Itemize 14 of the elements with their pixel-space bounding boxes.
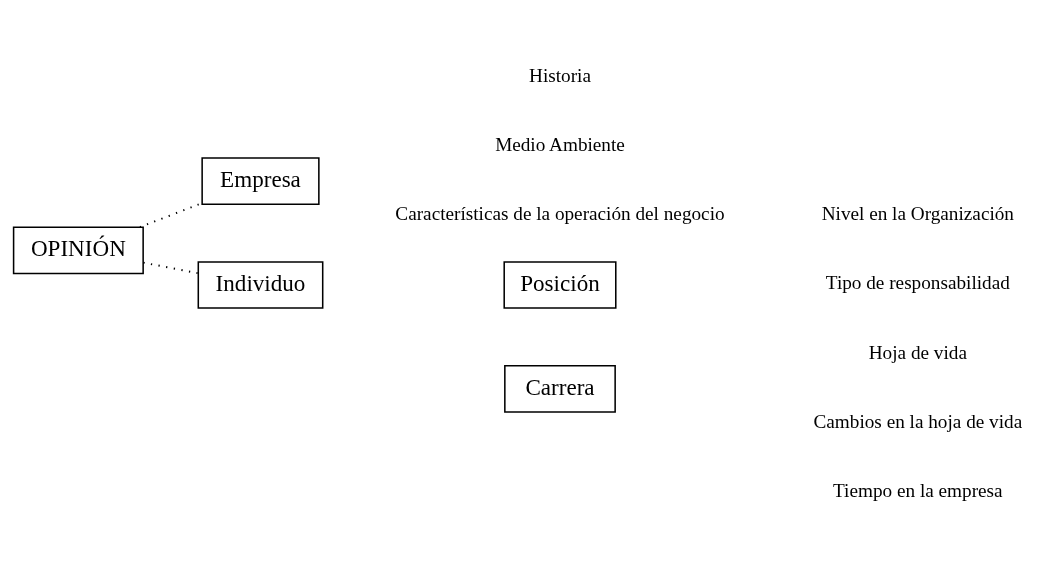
- label: Características de la operación del negocio: [395, 203, 725, 225]
- node-box: Posición: [503, 261, 617, 309]
- label: Tiempo en la empresa: [833, 480, 1003, 502]
- label: Hoja de vida: [868, 341, 967, 363]
- node-box: OPINIÓN: [12, 226, 144, 275]
- node-box: Carrera: [504, 365, 616, 413]
- node-box: Empresa: [201, 157, 320, 205]
- label: Cambios en la hoja de vida: [813, 411, 1023, 433]
- label: Historia: [529, 64, 591, 86]
- label: Tipo de responsabilidad: [825, 272, 1010, 294]
- label: Nivel en la Organización: [821, 203, 1014, 225]
- node-box: Individuo: [197, 261, 324, 309]
- label: Medio Ambiente: [495, 133, 625, 155]
- connector: [142, 261, 199, 275]
